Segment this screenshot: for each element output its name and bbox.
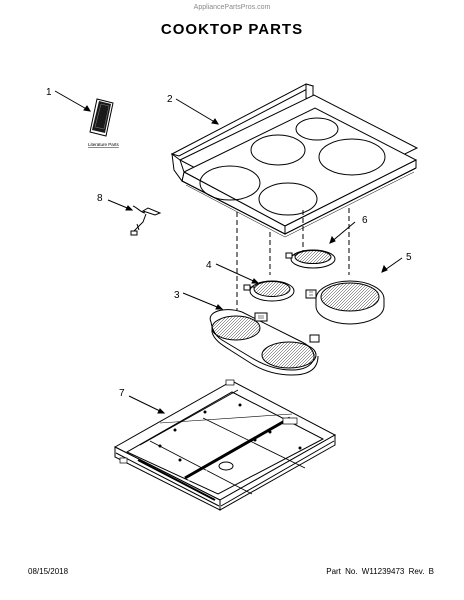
- page-title: COOKTOP PARTS: [160, 21, 304, 38]
- wire-harness-part-8[interactable]: [130, 205, 162, 236]
- callout-6: 6: [362, 215, 368, 226]
- footer-date: 08/15/2018: [28, 567, 69, 576]
- callout-5: 5: [406, 252, 412, 263]
- small-surface-element-part-6[interactable]: [285, 249, 336, 269]
- cooktop-main-top-part-2[interactable]: [170, 83, 419, 238]
- large-surface-element-part-5[interactable]: [305, 280, 385, 325]
- alignment-lines: [236, 208, 350, 310]
- literature-part-1[interactable]: [89, 98, 114, 137]
- watermark: AppliancePartsPros.com: [193, 4, 271, 11]
- dual-surface-element-part-3[interactable]: [209, 309, 320, 376]
- callout-1: 1: [46, 87, 52, 98]
- leader-lines: [54, 90, 403, 414]
- literature-label: Literature Parts: [88, 142, 120, 147]
- callout-7: 7: [119, 388, 125, 399]
- burner-box-tray-part-7[interactable]: [113, 379, 337, 511]
- callout-2: 2: [167, 94, 173, 105]
- callout-3: 3: [174, 290, 180, 301]
- footer-part-number: Part No. W11239473 Rev. B: [326, 567, 434, 576]
- callout-4: 4: [206, 260, 212, 271]
- callout-8: 8: [97, 193, 103, 204]
- glass-burner-rings: [199, 117, 386, 216]
- small-surface-element-part-4[interactable]: [243, 280, 295, 302]
